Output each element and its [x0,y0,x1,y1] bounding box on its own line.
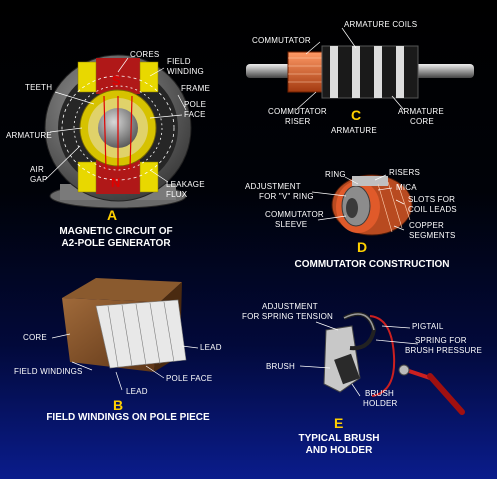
label-field-windings: FIELD WINDINGS [14,367,83,376]
caption-b: FIELD WINDINGS ON POLE PIECE [46,412,210,423]
caption-e-line2: AND HOLDER [305,445,373,456]
label-mica: MICA [396,183,417,192]
label-air-gap-line2: GAP [30,175,48,184]
caption-a-line1: MAGNETIC CIRCUIT OF [59,226,173,237]
label-armature-coils: ARMATURE COILS [344,20,418,29]
figure-letter-c: C [351,107,362,123]
caption-c: ARMATURE [331,126,377,135]
brush-spring-hl [343,313,375,331]
label-copper-line2: SEGMENTS [409,231,456,240]
label-pole-face-b: POLE FACE [166,374,213,383]
label-pigtail: PIGTAIL [412,322,444,331]
commutator-segments [287,51,323,93]
commutator-risers [352,176,388,186]
label-teeth: TEETH [25,83,53,92]
figure-letter-e: E [334,415,344,431]
caption-d: COMMUTATOR CONSTRUCTION [294,259,450,270]
label-adjustment-line1: ADJUSTMENT [245,182,301,191]
label-risers: RISERS [389,168,420,177]
label-commutator-sleeve-line2: SLEEVE [275,220,308,229]
caption-e-line1: TYPICAL BRUSH [298,433,380,444]
label-pole-face-line2: FACE [184,110,206,119]
field-winding-drawing [51,278,199,391]
label-armature-core-line2: CORE [410,117,434,126]
field-winding-blocks [77,61,159,193]
north-pole-letter: N [111,175,121,190]
label-copper-line1: COPPER [409,221,444,230]
label-adjustment-line2: FOR "V" RING [259,192,314,201]
label-spring-line2: BRUSH PRESSURE [405,346,483,355]
figure-letter-b: B [113,397,124,413]
label-leakage-flux-line2: FLUX [166,190,188,199]
caption-a-line2: A2-POLE GENERATOR [61,238,171,249]
commutator-drawing [311,174,413,236]
label-field-winding-line2: WINDING [167,67,204,76]
label-frame: FRAME [181,84,210,93]
label-air-gap-line1: AIR [30,165,44,174]
generator-drawing [44,54,192,209]
label-leakage-flux-line1: LEAKAGE [166,180,205,189]
figure-letter-a: A [107,207,118,223]
pigtail-wire [369,315,396,397]
lead-cable [427,373,465,415]
label-armature-a: ARMATURE [6,131,52,140]
label-slots-line1: SLOTS FOR [408,195,456,204]
lead-terminal [398,364,410,376]
label-commutator-riser-line1: COMMUTATOR [268,107,327,116]
label-core: CORE [23,333,47,342]
label-armature-core-line1: ARMATURE [398,107,444,116]
label-brush-holder-line1: BRUSH [365,389,395,398]
label-spring-adjustment-line1: ADJUSTMENT [262,302,318,311]
label-field-winding-line1: FIELD [167,57,191,66]
figure-letter-d: D [357,239,368,255]
label-lead-bottom: LEAD [126,387,148,396]
label-commutator: COMMUTATOR [252,36,311,45]
winding-top [62,278,182,302]
brush-block [334,353,360,385]
armature-drawing [246,27,474,111]
label-ring: RING [325,170,346,179]
label-brush: BRUSH [266,362,296,371]
label-commutator-sleeve-line1: COMMUTATOR [265,210,324,219]
label-spring-line1: SPRING FOR [415,336,467,345]
label-commutator-riser-line2: RISER [285,117,311,126]
armature-coil-bands [330,46,404,98]
label-brush-holder-line2: HOLDER [363,399,398,408]
label-slots-line2: COIL LEADS [408,205,457,214]
label-cores: CORES [130,50,160,59]
label-spring-adjustment-line2: FOR SPRING TENSION [242,312,334,321]
south-pole-letter: S [112,73,121,88]
label-pole-face-line1: POLE [184,100,207,109]
label-lead-right: LEAD [200,343,222,352]
brush-holder-drawing [299,312,465,415]
